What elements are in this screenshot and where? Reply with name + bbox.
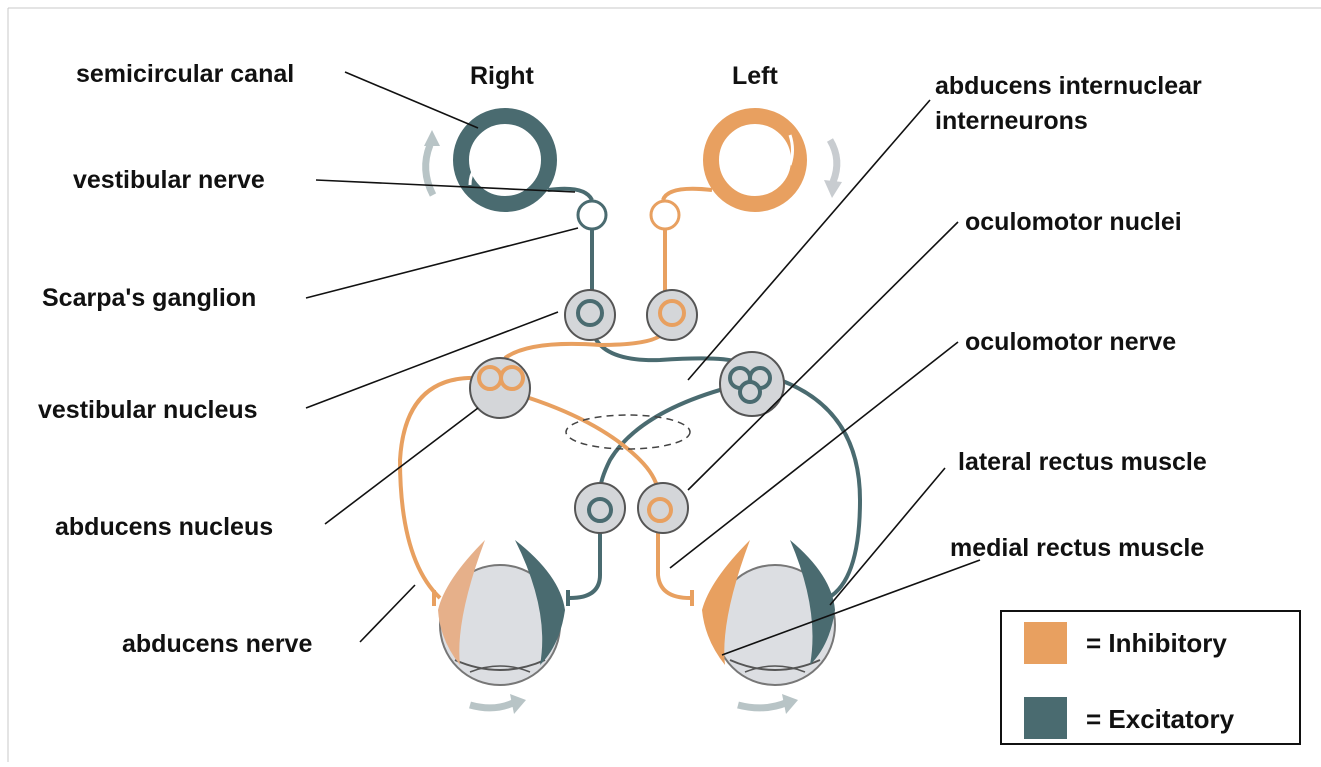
right-scarpas-ganglion: [576, 199, 608, 231]
label-abducens-internuclear-line2: interneurons: [935, 107, 1088, 135]
right-eye: [438, 540, 565, 686]
label-oculomotor-nuclei: oculomotor nuclei: [965, 208, 1182, 236]
right-semicircular-canal: [453, 108, 557, 212]
legend-swatch-inhibitory: [1024, 622, 1067, 664]
left-canal-arrow-icon: [824, 138, 842, 198]
label-abducens-internuclear-line1: abducens internuclear: [935, 72, 1202, 100]
pointer-lines: [305, 71, 981, 656]
right-canal-arrow-icon: [422, 130, 440, 197]
left-eye: [702, 540, 836, 686]
legend: = Inhibitory = Excitatory: [1000, 610, 1301, 745]
left-abducens-nucleus: [719, 351, 785, 417]
right-vestibular-nucleus: [564, 289, 616, 341]
left-vestibular-nucleus: [646, 289, 698, 341]
label-abducens-nucleus: abducens nucleus: [55, 513, 273, 541]
label-medial-rectus: medial rectus muscle: [950, 534, 1204, 562]
right-medial-rectus: [515, 540, 565, 665]
inhibitory-pathway: [397, 186, 713, 600]
label-vestibular-nerve: vestibular nerve: [73, 166, 265, 194]
label-scarpas-ganglion: Scarpa's ganglion: [42, 284, 256, 312]
excitatory-pathway: [547, 186, 863, 600]
label-oculomotor-nerve: oculomotor nerve: [965, 328, 1176, 356]
left-oculomotor-nucleus: [637, 482, 689, 534]
label-vestibular-nucleus: vestibular nucleus: [38, 396, 258, 424]
left-scarpas-ganglion: [649, 199, 681, 231]
left-lateral-rectus: [790, 540, 835, 665]
right-lateral-rectus: [438, 540, 485, 665]
header-left: Left: [732, 62, 779, 90]
left-medial-rectus: [702, 540, 750, 665]
legend-swatch-excitatory: [1024, 697, 1067, 739]
left-eye-rotation-arrow-icon: [737, 694, 798, 714]
legend-label-excitatory: = Excitatory: [1086, 704, 1235, 734]
label-semicircular-canal: semicircular canal: [76, 60, 294, 88]
label-abducens-nerve: abducens nerve: [122, 630, 312, 658]
header-right: Right: [470, 62, 535, 90]
legend-label-inhibitory: = Inhibitory: [1086, 628, 1227, 658]
right-abducens-nucleus: [469, 357, 531, 419]
right-oculomotor-nucleus: [574, 482, 626, 534]
mlf-ellipse: [565, 414, 691, 450]
right-eye-rotation-arrow-icon: [469, 694, 526, 714]
left-semicircular-canal: [703, 108, 807, 212]
label-lateral-rectus: lateral rectus muscle: [958, 448, 1207, 476]
